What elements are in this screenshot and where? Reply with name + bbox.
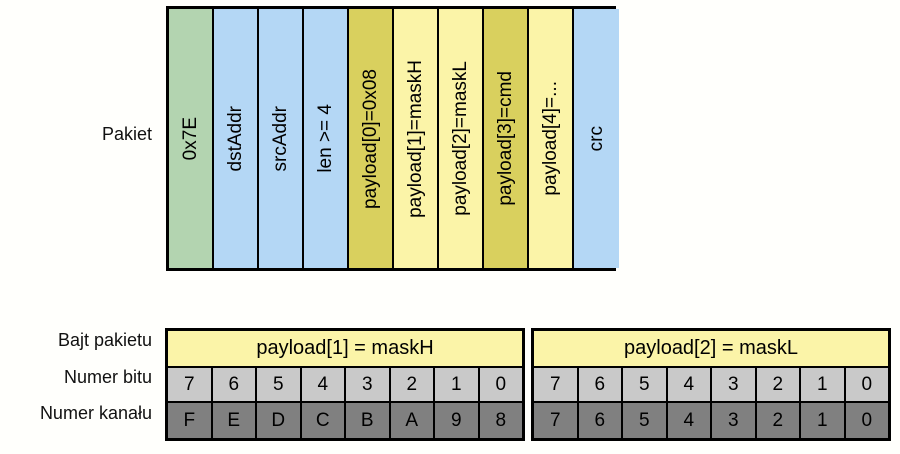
channel-cell: A [390, 403, 435, 438]
row-label-bit-number: Numer bitu [63, 367, 152, 387]
bit-table-header: payload[2] = maskL [534, 331, 888, 368]
packet-row-label: Pakiet [101, 124, 152, 144]
bit-number-row: 7 6 5 4 3 2 1 0 [168, 368, 522, 403]
packet-field-dst-addr: dstAddr [214, 9, 259, 268]
bit-cell: 1 [435, 368, 480, 401]
packet-field-src-addr: srcAddr [259, 9, 304, 268]
channel-cell: F [168, 403, 213, 438]
packet-field-label: crc [586, 125, 607, 152]
packet-field-label: payload[1]=maskH [405, 59, 426, 218]
channel-number-row: F E D C B A 9 8 [168, 403, 522, 438]
packet-field-start-delimiter: 0x7E [169, 9, 214, 268]
bit-cell: 6 [212, 368, 257, 401]
packet-field-crc: crc [574, 9, 619, 268]
bit-table-maskh: payload[1] = maskH 7 6 5 4 3 2 1 0 F E D… [165, 328, 525, 441]
bit-cell: 6 [578, 368, 623, 401]
packet-field-label: payload[4]=... [540, 81, 561, 196]
packet-field-label: len >= 4 [315, 104, 336, 173]
channel-number-row: 7 6 5 4 3 2 1 0 [534, 403, 888, 438]
channel-cell: 7 [534, 403, 579, 438]
packet-field-strip: 0x7E dstAddr srcAddr len >= 4 payload[0]… [166, 6, 619, 271]
packet-field-payload-2: payload[2]=maskL [439, 9, 484, 268]
packet-field-payload-0: payload[0]=0x08 [349, 9, 394, 268]
row-label-packet-byte: Bajt pakietu [57, 330, 152, 350]
bit-cell: 0 [845, 368, 888, 401]
channel-cell: 4 [667, 403, 712, 438]
packet-field-label: payload[2]=maskL [450, 61, 471, 216]
packet-field-label: payload[0]=0x08 [360, 68, 381, 209]
channel-cell: E [212, 403, 257, 438]
packet-field-len: len >= 4 [304, 9, 349, 268]
packet-field-label: 0x7E [180, 116, 201, 161]
bit-cell: 7 [534, 368, 579, 401]
bit-cell: 0 [479, 368, 522, 401]
bit-cell: 1 [801, 368, 846, 401]
bit-cell: 4 [301, 368, 346, 401]
packet-field-payload-1: payload[1]=maskH [394, 9, 439, 268]
channel-cell: 9 [435, 403, 480, 438]
bit-cell: 3 [712, 368, 757, 401]
packet-field-payload-3: payload[3]=cmd [484, 9, 529, 268]
channel-cell: C [301, 403, 346, 438]
packet-field-label: srcAddr [270, 105, 291, 172]
bit-table-row-labels: Bajt pakietu Numer bitu Numer kanału [0, 320, 152, 432]
channel-cell: 0 [845, 403, 888, 438]
packet-field-label: payload[3]=cmd [495, 71, 516, 206]
bit-cell: 5 [623, 368, 668, 401]
channel-cell: 3 [712, 403, 757, 438]
channel-cell: 6 [578, 403, 623, 438]
packet-field-payload-4: payload[4]=... [529, 9, 574, 268]
channel-cell: B [346, 403, 391, 438]
channel-cell: 2 [756, 403, 801, 438]
bit-number-row: 7 6 5 4 3 2 1 0 [534, 368, 888, 403]
bit-table-header: payload[1] = maskH [168, 331, 522, 368]
bit-cell: 2 [390, 368, 435, 401]
bit-cell: 5 [257, 368, 302, 401]
channel-cell: 5 [623, 403, 668, 438]
bit-cell: 3 [346, 368, 391, 401]
channel-cell: D [257, 403, 302, 438]
channel-cell: 8 [479, 403, 522, 438]
packet-field-label: dstAddr [225, 105, 246, 172]
packet-structure-diagram: Pakiet 0x7E dstAddr srcAddr len >= 4 pay… [101, 6, 619, 271]
bit-cell: 4 [667, 368, 712, 401]
bit-cell: 7 [168, 368, 213, 401]
bit-mapping-section: Bajt pakietu Numer bitu Numer kanału pay… [0, 320, 900, 454]
channel-cell: 1 [801, 403, 846, 438]
bit-cell: 2 [756, 368, 801, 401]
bit-table-maskl: payload[2] = maskL 7 6 5 4 3 2 1 0 7 6 5… [531, 328, 891, 441]
row-label-channel-number: Numer kanału [39, 403, 152, 423]
